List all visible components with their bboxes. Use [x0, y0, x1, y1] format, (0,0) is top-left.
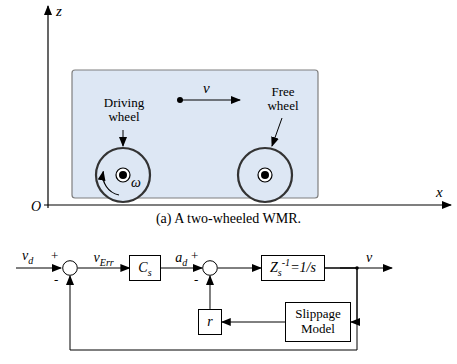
box-text-part: Z [270, 260, 278, 275]
signal-line [161, 268, 202, 269]
box-text-part: r [207, 314, 212, 329]
box-text-part: C [138, 260, 147, 275]
signal-line [78, 268, 129, 269]
box-text: Cs [138, 260, 151, 275]
box-text-part: -1 [282, 257, 290, 268]
signal-name-part: v [22, 248, 28, 263]
part-label-part: Driving wheel [104, 95, 144, 124]
leader-line [123, 130, 124, 146]
signal-line [218, 268, 261, 269]
part-label-part: Free wheel [267, 84, 298, 113]
gain-box: r [198, 309, 221, 335]
velocity-arrow [180, 99, 240, 100]
axis-label-part: z [56, 3, 62, 19]
velocity-label-part: v [203, 80, 210, 96]
signal-name: v [366, 250, 372, 265]
box-text: Slippage Model [295, 306, 341, 336]
signal-name-part: a [175, 250, 182, 265]
free-wheel [238, 148, 292, 202]
velocity-label: v [203, 80, 210, 96]
signal-name-part: d [182, 256, 187, 267]
rotation-arrow [103, 172, 119, 196]
junction-circle [202, 260, 218, 276]
part-label: Free wheel [267, 84, 298, 113]
origin-label: O [31, 199, 41, 214]
summing-junction: +- [202, 260, 218, 276]
x-axis [44, 204, 451, 205]
angular-velocity-label-part: ω [131, 175, 141, 190]
box-text-part: =1/s [290, 260, 316, 275]
sign: - [54, 273, 58, 286]
signal-name-part: d [28, 255, 33, 266]
angular-velocity-label: ω [131, 175, 141, 190]
junction-circle [62, 260, 78, 276]
box-text: Zs-1=1/s [270, 260, 316, 275]
signal-name-part: v [366, 250, 372, 265]
sign: + [51, 249, 58, 262]
signal-name: vd [22, 248, 33, 263]
signal-name: ad [175, 250, 187, 265]
axis-label: z [56, 3, 62, 19]
sign-part: + [191, 248, 198, 263]
box-text-part: s [278, 267, 282, 278]
signal-name-part: Err [100, 256, 114, 267]
summing-junction: +- [62, 260, 78, 276]
part-label: Driving wheel [104, 95, 144, 124]
sign-part: - [54, 272, 58, 287]
sign: + [191, 249, 198, 262]
figure-caption: (a) A two-wheeled WMR. [156, 211, 301, 226]
sign-part: - [194, 272, 198, 287]
box-text-part: Slippage Model [295, 306, 341, 336]
origin-label-part: O [31, 199, 41, 214]
transfer-box: Zs-1=1/s [261, 255, 325, 281]
input-arrow [16, 268, 61, 269]
leader-line [272, 118, 282, 146]
sign: - [194, 273, 198, 286]
signal-line [222, 322, 285, 323]
signal-name: vErr [94, 250, 114, 265]
model-box: Slippage Model [285, 302, 351, 342]
controller-box: Cs [129, 255, 160, 281]
box-text: r [207, 314, 212, 329]
axis-label: x [436, 184, 443, 200]
box-text-part: s [148, 267, 152, 278]
z-axis [47, 6, 48, 208]
figure-caption-part: (a) A two-wheeled WMR. [156, 211, 301, 226]
driving-wheel [96, 148, 150, 202]
signal-line [209, 276, 210, 309]
sign-part: + [51, 248, 58, 263]
axis-label-part: x [436, 184, 443, 200]
signal-name-part: v [94, 250, 100, 265]
